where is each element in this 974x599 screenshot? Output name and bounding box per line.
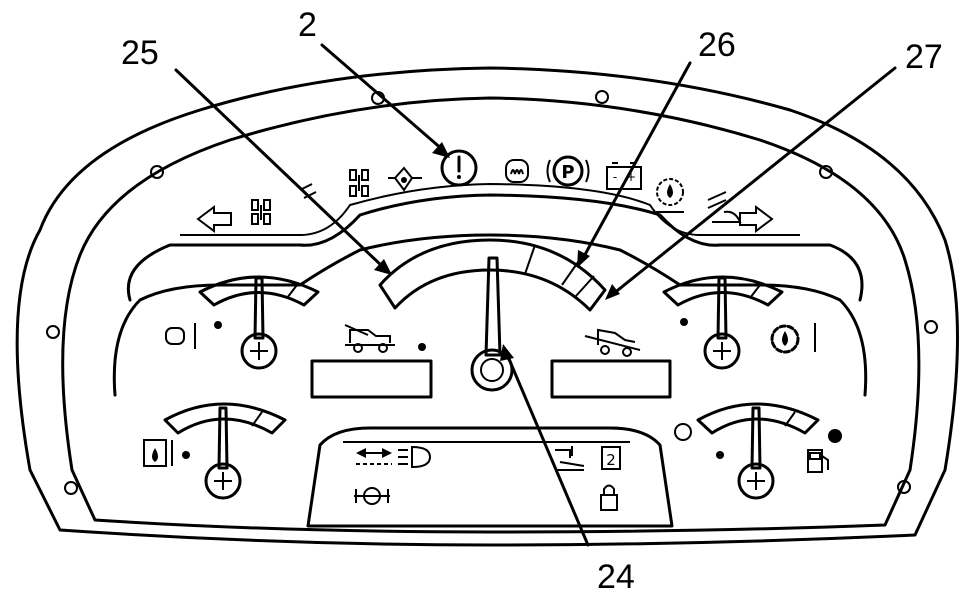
indicator-lamp bbox=[680, 318, 688, 326]
indicator-lamp bbox=[716, 451, 724, 459]
screw-hole bbox=[924, 320, 938, 334]
transmission-oil-temp-gauge bbox=[662, 275, 816, 370]
left-display bbox=[310, 359, 433, 399]
tell-tale-strip bbox=[126, 193, 864, 302]
screw-hole bbox=[819, 165, 833, 179]
screw-hole bbox=[595, 90, 609, 104]
gear-digit: 2 bbox=[606, 451, 616, 469]
axle-lock-icon bbox=[354, 487, 390, 505]
load-moment-indicator bbox=[378, 238, 607, 392]
engine-coolant-temp-gauge bbox=[165, 275, 320, 370]
switch-panel: 2 bbox=[306, 426, 674, 528]
callout-2: 2 bbox=[298, 6, 317, 44]
steer-direction-icon bbox=[356, 448, 392, 465]
hydraulic-oil-temperature-icon bbox=[143, 439, 173, 467]
indicator-lamp bbox=[182, 451, 190, 459]
left-arrow-icon bbox=[196, 205, 232, 233]
leader-27 bbox=[611, 66, 897, 296]
callout-25: 25 bbox=[121, 34, 159, 72]
needle-hub bbox=[470, 348, 514, 392]
gear-indicator-icon: 2 bbox=[601, 446, 621, 470]
parking-brake-icon: P bbox=[546, 155, 590, 187]
gauge-needle bbox=[716, 276, 728, 340]
boom-position-icon bbox=[555, 446, 585, 471]
needle-hub-inner bbox=[480, 358, 504, 382]
central-gauge-frame bbox=[112, 233, 868, 397]
indicator-lamp bbox=[828, 429, 842, 443]
transmission-oil-pressure-icon bbox=[656, 178, 684, 213]
screw-hole bbox=[46, 325, 60, 339]
bezel-screws bbox=[46, 90, 938, 495]
indicator-lamp-outline bbox=[674, 423, 692, 441]
callout-27: 27 bbox=[905, 38, 943, 76]
load-moment-needle bbox=[484, 256, 502, 357]
right-display bbox=[550, 359, 672, 399]
gauge-needle bbox=[253, 276, 265, 340]
fuel-pump-icon bbox=[807, 449, 829, 473]
indicator-lamp bbox=[418, 343, 426, 351]
screw-hole bbox=[150, 165, 164, 179]
engine-coolant-temperature-icon bbox=[165, 323, 196, 349]
screw-hole bbox=[64, 481, 78, 495]
engine-oil-pressure-icon bbox=[388, 166, 422, 192]
general-warning-icon bbox=[440, 149, 478, 187]
outer-bezel bbox=[15, 66, 959, 547]
headlight-icon bbox=[398, 445, 432, 469]
arc-segment bbox=[575, 275, 595, 297]
tell-tale-row: P + - bbox=[196, 149, 774, 233]
screw-hole bbox=[897, 480, 911, 494]
glow-plug-icon bbox=[505, 159, 529, 183]
svg-text:P: P bbox=[561, 162, 574, 183]
svg-text:-: - bbox=[613, 170, 617, 184]
fuel-level-gauge bbox=[674, 402, 842, 500]
right-arrow-icon bbox=[739, 205, 774, 233]
tell-tale-strip-edge bbox=[180, 182, 800, 236]
lock-icon bbox=[600, 484, 618, 511]
leader-2 bbox=[320, 43, 445, 152]
gauge-hub bbox=[737, 462, 775, 500]
boom-machine-tipping-icon bbox=[584, 328, 641, 357]
gauge-hub bbox=[703, 332, 741, 370]
callout-24: 24 bbox=[597, 558, 635, 596]
inner-bezel bbox=[61, 96, 921, 534]
callout-26: 26 bbox=[698, 26, 736, 64]
leader-25 bbox=[174, 68, 386, 270]
hydraulic-oil-temp-gauge bbox=[143, 402, 287, 500]
gauge-needle bbox=[750, 406, 762, 470]
gauge-hub bbox=[240, 332, 278, 370]
svg-text:+: + bbox=[626, 170, 636, 184]
arc-segment bbox=[524, 244, 536, 275]
boom-machine-icon bbox=[344, 324, 395, 353]
leader-24 bbox=[504, 350, 590, 547]
leader-26 bbox=[580, 61, 692, 262]
gauge-hub bbox=[204, 462, 242, 500]
indicator-lamp bbox=[214, 321, 222, 329]
callout-leaders bbox=[174, 43, 897, 547]
arc-segment bbox=[561, 261, 579, 286]
load-moment-arc bbox=[378, 238, 607, 312]
transmission-oil-temperature-icon bbox=[770, 323, 816, 354]
gauge-needle bbox=[217, 406, 229, 470]
four-wheel-steer-icon bbox=[251, 199, 271, 225]
two-wheel-steer-icon bbox=[349, 169, 369, 197]
